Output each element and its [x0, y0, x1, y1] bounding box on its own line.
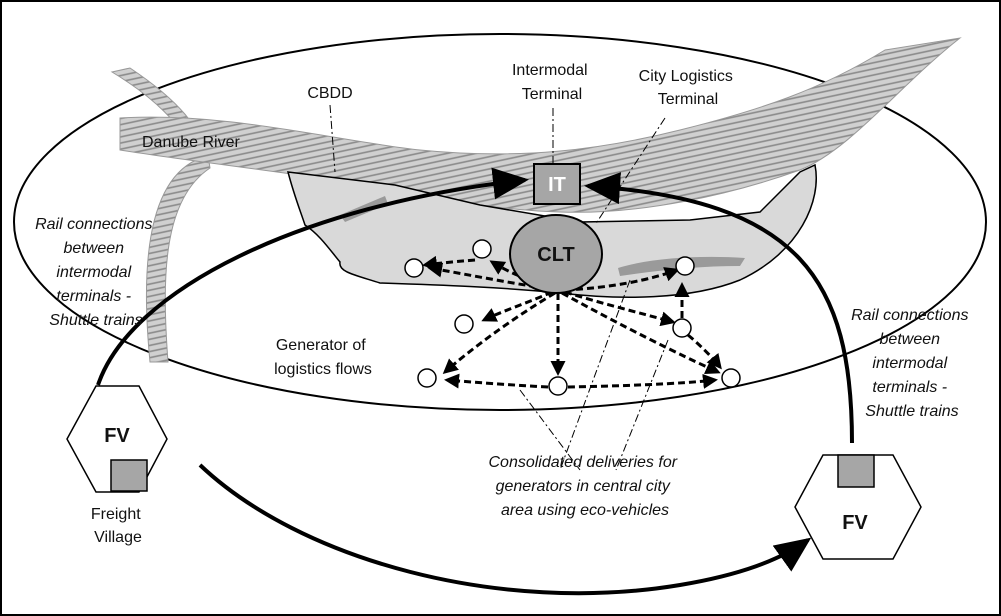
flow-to-node-5 [564, 290, 676, 327]
city-logistics-terminal-label: City Logistics Terminal [639, 68, 738, 108]
it-terminal: IT [533, 163, 581, 205]
danube-river-label: Danube River [142, 134, 241, 151]
intermodal-terminal-label: Intermodal Terminal [512, 62, 592, 103]
flow-to-node-3 [564, 267, 680, 292]
leader-lines [329, 104, 669, 471]
fv-right-terminal [837, 454, 875, 488]
flow-node7-node8 [567, 373, 718, 389]
flow-to-node-6 [442, 291, 556, 374]
freight-village-label: Freight Village [91, 506, 145, 546]
rail-arrow-fv-right-to-it [584, 172, 854, 444]
generator-node [672, 318, 692, 338]
rail-connections-right-label: Rail connections between intermodal term… [851, 307, 973, 420]
generator-node [548, 376, 568, 396]
leader-consolidated-1 [519, 389, 581, 471]
generator-node [417, 368, 437, 388]
leader-consolidated-3 [615, 339, 669, 471]
leader-clt [594, 117, 666, 226]
rail-arrow-fv-left-to-fv-right [198, 463, 812, 596]
clt-label: CLT [537, 244, 574, 266]
generator-nodes [404, 239, 741, 396]
generator-node [675, 256, 695, 276]
generator-node [454, 314, 474, 334]
delivery-flows [422, 255, 722, 389]
generator-label: Generator of logistics flows [274, 337, 372, 378]
consolidated-deliveries-label: Consolidated deliveries for generators i… [489, 454, 682, 519]
flow-node2-node1 [422, 255, 476, 271]
fv-right-label: FV [842, 512, 868, 534]
clt-terminal: CLT [509, 214, 603, 294]
leader-consolidated-2 [559, 279, 631, 471]
flow-to-node-8 [561, 291, 721, 374]
freight-village-right: FV [794, 454, 922, 560]
it-label: IT [548, 174, 566, 196]
flow-node5-node8 [687, 333, 722, 370]
flow-to-node-4 [481, 290, 553, 322]
fv-left-terminal [110, 459, 148, 492]
generator-node [472, 239, 492, 259]
generator-node [721, 368, 741, 388]
fv-left-label: FV [104, 425, 130, 447]
freight-village-left: FV [66, 385, 168, 493]
rail-arrow-fv-left-to-it [96, 167, 529, 386]
generator-node [404, 258, 424, 278]
cbdd-label: CBDD [307, 85, 352, 102]
leader-cbdd [329, 104, 336, 173]
rail-connections-left-label: Rail connections between intermodal term… [35, 216, 157, 329]
flow-node7-node6 [444, 373, 549, 389]
